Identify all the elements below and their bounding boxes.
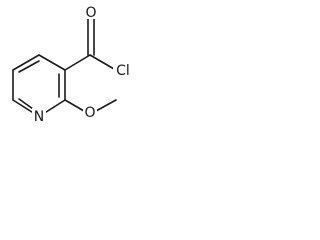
methoxy-group bbox=[64, 99, 117, 112]
bond-ring-n-c6 bbox=[12, 99, 36, 115]
carbonyl-oxygen-bg bbox=[84, 4, 98, 19]
bond-c3-carbonyl bbox=[64, 54, 91, 71]
methoxy-oxygen-label: O bbox=[84, 105, 95, 121]
carbonyl-oxygen-label: O bbox=[85, 5, 96, 21]
bond-ring-inner-bottom-left bbox=[18, 98, 34, 110]
molecule-structure: O Cl N O bbox=[12, 4, 133, 125]
bond-ring-top-left bbox=[12, 54, 40, 71]
chlorine-label: Cl bbox=[116, 63, 130, 79]
bond-ring-inner-top-left bbox=[18, 60, 40, 73]
acyl-chloride-group bbox=[64, 18, 115, 71]
bond-ring-top bbox=[38, 54, 66, 71]
atom-labels: O Cl N O bbox=[32, 4, 133, 125]
methoxy-oxygen-bg bbox=[83, 104, 97, 119]
chlorine-bg bbox=[113, 62, 133, 77]
nitrogen-bg bbox=[32, 108, 46, 123]
nitrogen-label: N bbox=[34, 109, 44, 125]
bond-c2-oxygen bbox=[64, 99, 85, 112]
ring-bonds bbox=[12, 54, 66, 115]
bond-oxygen-methyl bbox=[95, 99, 117, 112]
bond-ring-c2-n bbox=[42, 99, 66, 115]
bond-carbonyl-chlorine bbox=[89, 54, 115, 70]
